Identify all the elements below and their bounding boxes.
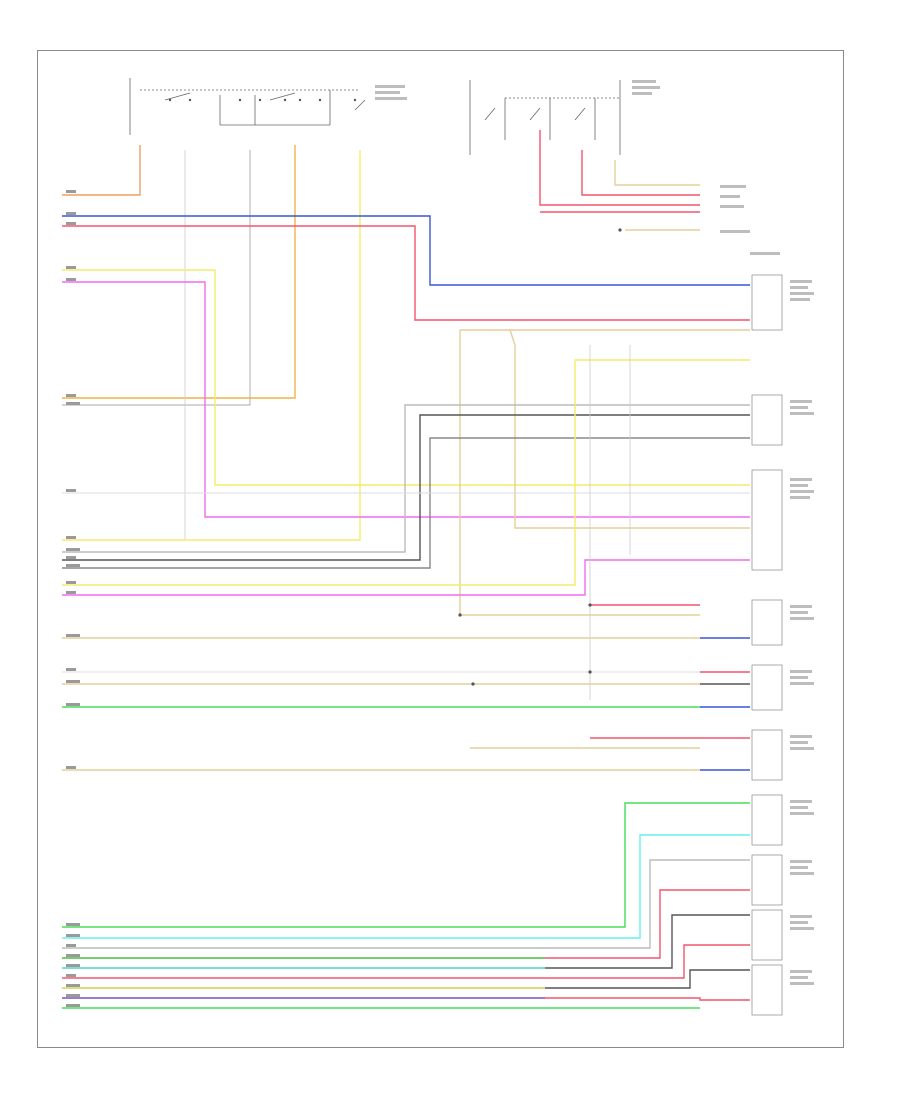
main-switch-block	[129, 78, 366, 135]
main-switch-pins	[168, 98, 357, 102]
wire-tags	[66, 190, 80, 1007]
component-box-8	[751, 854, 783, 906]
right-components	[751, 274, 783, 1016]
secondary-switch-block	[469, 80, 621, 155]
component-label-bars	[375, 80, 814, 985]
component-box-4	[751, 599, 783, 646]
component-box-2	[751, 394, 783, 446]
component-box-1	[751, 274, 783, 331]
bottom-bundle-wires	[62, 802, 750, 1009]
component-box-5	[751, 664, 783, 711]
component-box-6	[751, 729, 783, 781]
main-switch-drops	[62, 145, 361, 541]
top-right-feed-wires	[539, 130, 700, 231]
junction-dots	[458, 228, 622, 686]
component-box-3	[751, 469, 783, 571]
component-box-9	[751, 909, 783, 961]
component-box-10	[751, 964, 783, 1016]
harness-runs	[62, 215, 750, 700]
component-box-7	[751, 794, 783, 846]
diagram-frame	[37, 50, 844, 1048]
middle-block-wires	[62, 604, 750, 771]
